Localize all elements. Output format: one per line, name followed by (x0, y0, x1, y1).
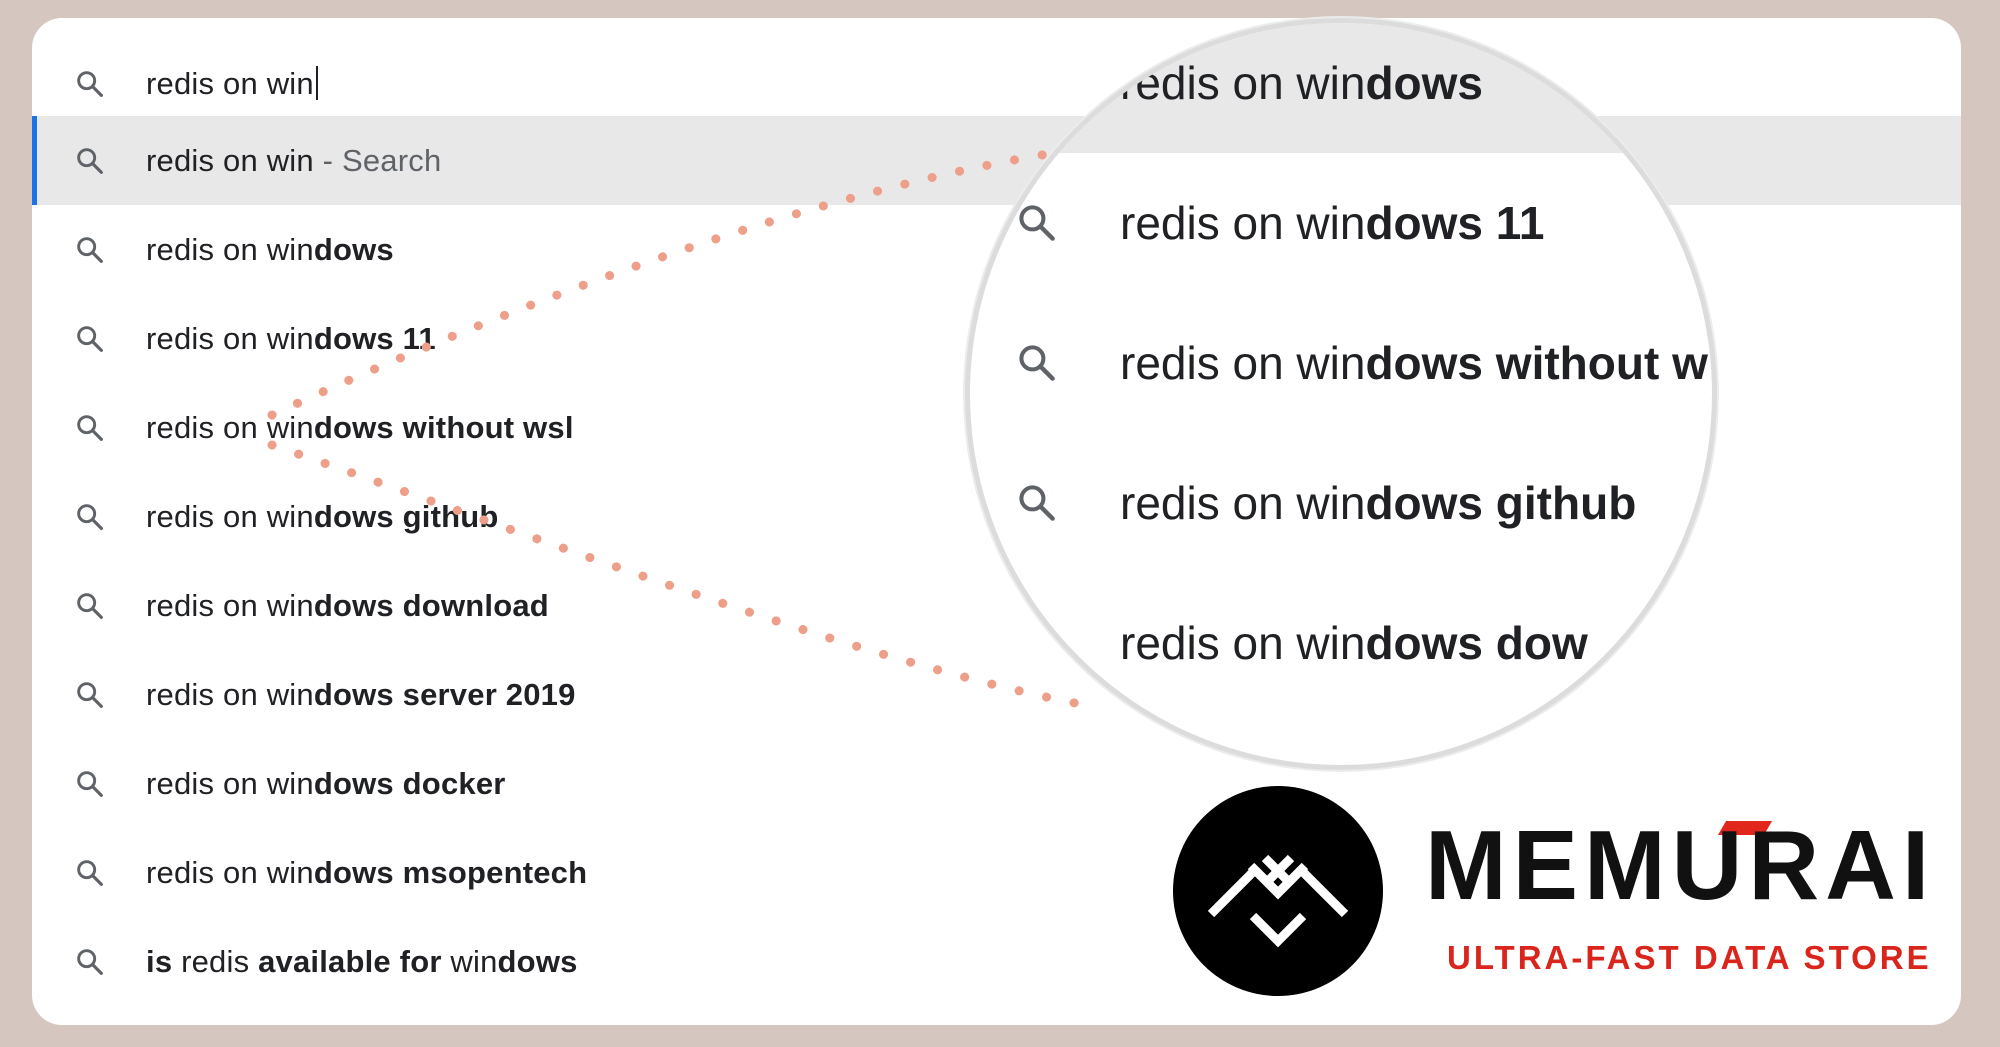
magnified-row: redis on windows github (970, 433, 1712, 573)
search-icon (77, 949, 103, 975)
memurai-logo-icon (1207, 854, 1349, 948)
suggestion-item[interactable]: is redis available for windows (32, 917, 1961, 1006)
search-input[interactable]: redis on win (146, 39, 318, 128)
memurai-logo-mark (1173, 786, 1383, 996)
search-icon (77, 682, 103, 708)
magnified-text: redis on windows (1120, 57, 1484, 109)
magnified-row: redis on windows dow (970, 573, 1712, 713)
magnifier-lens: redis on windows redis on windows 11 red… (970, 23, 1712, 765)
magnified-text: redis on windows github (1120, 477, 1637, 529)
search-icon (77, 860, 103, 886)
search-icon (77, 71, 103, 97)
suggestion-item[interactable]: redis on windows msopentech (32, 828, 1961, 917)
suggestion-text: redis on windows 11 (146, 321, 436, 356)
suggestion-text: redis on windows download (146, 588, 549, 623)
suggestion-text: redis on windows server 2019 (146, 677, 576, 712)
suggestion-text: is redis available for windows (146, 944, 578, 979)
magnified-row: redis on windows without w (970, 293, 1712, 433)
search-icon (77, 415, 103, 441)
search-icon (77, 148, 103, 174)
search-icon (1019, 485, 1055, 521)
magnified-text: redis on windows dow (1120, 617, 1588, 669)
suggestion-item[interactable]: redis on windows docker (32, 739, 1961, 828)
suggestion-text: redis on windows (146, 232, 394, 267)
brand-name: MEMURAI (1425, 810, 1936, 920)
suggestion-text: redis on windows msopentech (146, 855, 588, 890)
search-icon (77, 593, 103, 619)
search-input-row[interactable]: redis on win (32, 39, 1961, 128)
search-icon (1019, 205, 1055, 241)
search-icon (77, 326, 103, 352)
search-icon (77, 504, 103, 530)
magnified-text: redis on windows 11 (1120, 197, 1545, 249)
suggestion-text: redis on windows github (146, 499, 499, 534)
brand-tagline: ULTRA-FAST DATA STORE (1447, 939, 1932, 976)
search-icon (77, 771, 103, 797)
search-icon (1019, 345, 1055, 381)
magnified-row: redis on windows 11 (970, 153, 1712, 293)
magnified-row: redis on windows (970, 23, 1712, 153)
suggestion-text: redis on win - Search (146, 143, 442, 178)
suggestion-text: redis on windows docker (146, 766, 506, 801)
text-caret (315, 66, 318, 100)
suggestion-text: redis on windows without wsl (146, 410, 574, 445)
magnified-text: redis on windows without w (1120, 337, 1708, 389)
search-icon (77, 237, 103, 263)
